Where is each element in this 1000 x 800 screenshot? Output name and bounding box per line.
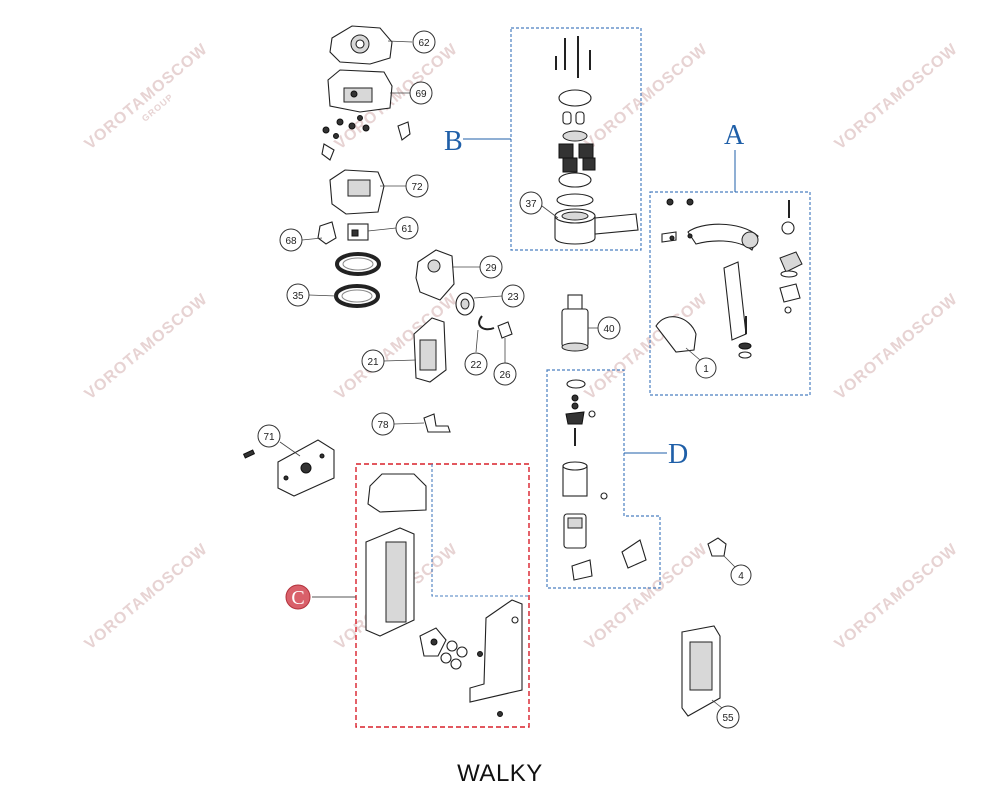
part-26-clip [497,321,513,339]
watermark-text: VOROTAMOSCOW [832,541,962,654]
callout-4 [730,564,752,586]
callout-62 [412,30,436,54]
callout-61 [395,216,419,240]
callout-61-label: 61 [401,224,413,235]
callout-23 [501,284,525,308]
part-37-arm [554,208,639,245]
part-rings [334,252,381,308]
callout-72 [405,174,429,198]
watermark-text: VOROTAMOSCOW [82,541,212,654]
watermark-text: VOROTAMOSCOW [82,291,212,404]
part-1-cover [655,316,697,353]
callout-21 [361,349,385,373]
part-69-housing [327,69,393,113]
part-71-plate [242,439,335,497]
part-4-knob [707,537,727,557]
callout-26-label: 26 [499,370,511,381]
group-c-marker [285,584,311,610]
part-c-cover-top [367,473,427,513]
part-29-housing [415,249,455,301]
callout-26 [493,362,517,386]
callout-69 [409,81,433,105]
callout-37-label: 37 [525,199,537,210]
callout-71 [257,424,281,448]
callout-35-label: 35 [292,291,304,302]
part-a-arm-assembly [661,198,803,359]
group-c-box [355,463,530,728]
part-c-fasteners [419,627,493,670]
group-b-label: B [444,126,463,157]
group-c-label: C [291,587,304,609]
callout-68-label: 68 [285,236,297,247]
part-62-cover [329,25,393,65]
callout-40-label: 40 [603,324,615,335]
part-21-chassis [413,317,447,383]
part-screws-cluster [321,115,411,161]
part-d-drive-assembly [562,379,647,581]
callout-21-label: 21 [367,357,379,368]
callout-35 [286,283,310,307]
watermark-text: VOROTAMOSCOW [82,41,212,154]
callout-78 [371,412,395,436]
part-78-bracket [423,413,451,433]
callout-71-label: 71 [263,432,275,443]
callout-22 [464,352,488,376]
callout-37 [519,191,543,215]
part-23-disc [455,292,475,316]
callout-23-label: 23 [507,292,519,303]
part-72-bracket [329,169,385,215]
watermark-layer: VOROTAMOSCOW GROUP VOROTAMOSCOW VOROTAMO… [82,41,962,654]
part-22-spring [478,315,495,331]
callout-29 [479,255,503,279]
part-55-board [681,625,721,717]
part-c-cover-right [469,599,523,717]
part-b-gear-assembly [555,36,596,207]
group-d-label: D [668,439,688,470]
callout-72-label: 72 [411,182,423,193]
callout-55-label: 55 [722,713,734,724]
callout-29-label: 29 [485,263,497,274]
callout-55 [716,705,740,729]
watermark-text: VOROTAMOSCOW [832,41,962,154]
callout-68 [279,228,303,252]
callout-22-label: 22 [470,360,482,371]
diagram-title: WALKY [457,760,543,787]
part-40-motor [561,294,589,352]
group-a-label: A [724,120,745,151]
part-68-clip [317,221,337,245]
callout-69-label: 69 [415,89,427,100]
watermark-text: VOROTAMOSCOW [582,41,712,154]
part-61-switch [347,223,369,241]
group-a-box [649,191,811,396]
callout-62-label: 62 [418,38,430,49]
watermark-text: VOROTAMOSCOW [832,291,962,404]
group-d-box [546,369,661,589]
callout-1-label: 1 [703,364,709,375]
part-c-body-left [365,527,415,637]
callout-78-label: 78 [377,420,389,431]
callout-40 [597,316,621,340]
callout-4-label: 4 [738,571,744,582]
callout-1 [695,357,717,379]
